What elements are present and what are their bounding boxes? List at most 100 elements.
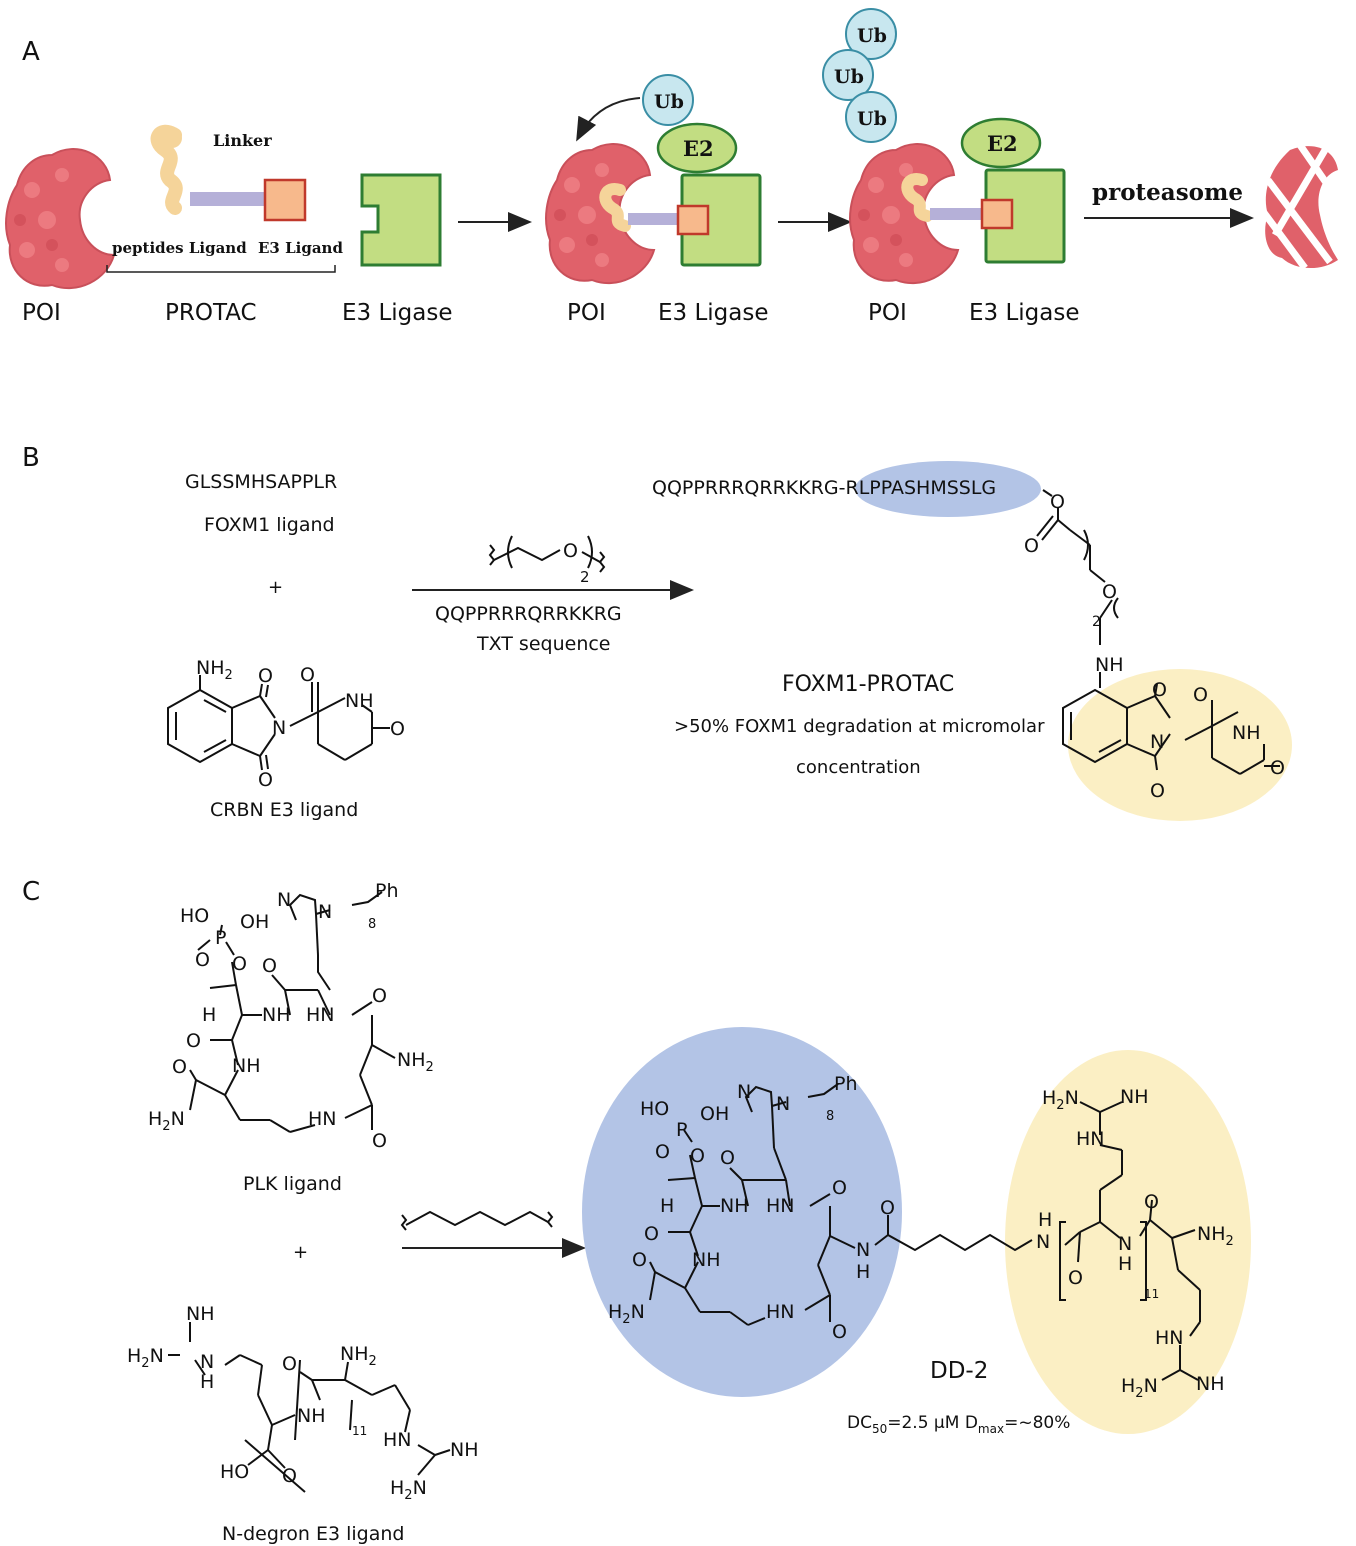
atom-n-dd2-5: N [1118,1233,1132,1255]
atom-nh-dd2-1: NH [720,1195,749,1217]
e2-label-1: E2 [683,136,714,161]
e3-ligase-label-2: E3 Ligase [658,300,769,326]
atom-nh-dd2-2: NH [692,1249,721,1271]
atom-oh-dd2: OH [700,1103,729,1125]
atom-o-dd2-4: O [832,1177,847,1199]
atom-h2n-dd2-2: H2N [1121,1375,1158,1401]
linker-bound-2 [901,173,933,222]
atom-n-crbn: N [272,717,286,739]
atom-h2n-plk: H2N [148,1108,185,1134]
atom-h2n-dd2-3: H2N [1042,1087,1079,1113]
atom-hn-ndeg: HN [383,1429,412,1451]
atom-o-plk-3: O [262,955,277,977]
atom-n-dd2-3: N [856,1239,870,1261]
panel-c-label: C [22,877,40,907]
atom-n-dd2-2: N [776,1093,790,1115]
foxm1-protac-name: FOXM1-PROTAC [782,672,954,697]
atom-o-product-1: O [1152,679,1167,701]
degraded-poi [1259,143,1341,271]
atom-nh-dd2-4: NH [1120,1086,1149,1108]
atom-ph-plk: Ph [375,880,399,902]
foxm1-protac-note-1: >50% FOXM1 degradation at micromolar [674,716,1045,737]
atom-o-dd2-9: O [1068,1267,1083,1289]
atom-hn-dd2-4: HN [1076,1128,1105,1150]
atom-nh2-crbn: NH2 [196,657,233,683]
poi-label-2: POI [567,300,606,326]
ub-label-3: Ub [834,66,864,88]
n-degron-structure [168,1322,451,1493]
product-sequence: QQPPRRRQRRKKRG-RLPPASHMSSLG [652,477,996,499]
atom-nh2-dd2: NH2 [1197,1223,1234,1249]
atom-o-plk-2: O [232,953,247,975]
atom-nh-dd2-3: NH [1196,1373,1225,1395]
ub-chain-2 [822,49,874,101]
atom-hn-dd2-3: HN [1155,1327,1184,1349]
proteasome-label: proteasome [1092,179,1243,206]
atom-nh2-plk: NH2 [397,1049,434,1075]
e2-enzyme-1 [656,122,738,174]
alkyl-linker-structure [400,1210,554,1231]
atom-o-product-3: O [1193,684,1208,706]
atom-n-dd2-4: N [1036,1231,1050,1253]
sub-11-ndeg: 11 [352,1424,367,1438]
dd2-potency: DC50=2.5 µM Dmax=~80% [847,1413,1070,1436]
atom-hn-plk-2: HN [308,1108,337,1130]
txt-sequence: QQPPRRRQRRKKRG [435,603,622,625]
crbn-ligand-highlight [1068,669,1292,821]
plus-b: + [268,577,283,598]
atom-o-plk-4: O [372,985,387,1007]
atom-h-dd2: H [660,1195,674,1217]
e3-ligase-label-3: E3 Ligase [969,300,1080,326]
atom-hn-plk-1: HN [306,1004,335,1026]
atom-hn-dd2-1: HN [766,1195,795,1217]
e2-enzyme-2 [960,117,1042,169]
ub-chain-1 [845,8,897,60]
atom-h-ndeg: H [200,1371,214,1393]
atom-nh-product: NH [1095,654,1124,676]
poi-protein-1 [5,148,115,290]
atom-o-ndeg-2: O [282,1465,297,1487]
atom-h-dd2-4: H [1118,1253,1132,1275]
atom-o-ether: O [1102,581,1117,603]
plk-ligand-highlight [582,1027,902,1397]
panel-b-label: B [22,443,40,473]
crbn-ligand-in-product [1062,683,1280,775]
atom-n-dd2-1: N [737,1081,751,1103]
peg-repeat-product: 2 [1092,614,1101,630]
atom-o-product-2: O [1150,780,1165,802]
atom-o-crbn-2: O [258,769,273,791]
plk-ligand-structure [189,891,396,1133]
atom-o-plk-5: O [186,1030,201,1052]
crbn-ligand-structure [167,675,390,771]
foxm1-protac-linker [1036,489,1119,688]
atom-ho-plk: HO [180,905,209,927]
atom-nh-crbn: NH [345,690,374,712]
atom-oh-plk: OH [240,911,269,933]
protac-label: PROTAC [165,300,257,326]
plus-c: + [293,1242,308,1263]
atom-h2n-ndeg-2: H2N [390,1477,427,1503]
atom-nh-product-ring: NH [1232,722,1261,744]
atom-h2n-dd2: H2N [608,1301,645,1327]
protac-molecule [150,124,307,222]
ub-1 [642,74,694,126]
foxm1-ligand-label: FOXM1 ligand [204,514,335,536]
peptides-ligand-label: peptides Ligand [112,239,247,257]
panel-a-label: A [22,37,40,67]
atom-o-dd2-10: O [1144,1191,1159,1213]
e3-ligand-label: E3 Ligand [258,239,343,257]
atom-nh-ndeg-1: NH [186,1303,215,1325]
dd2-name: DD-2 [930,1358,988,1384]
plk-ligand-label: PLK ligand [243,1173,342,1195]
crbn-label: CRBN E3 ligand [210,799,358,821]
linker-label: Linker [213,131,272,150]
linker-bar-1 [628,213,683,225]
n-degron-label: N-degron E3 ligand [222,1523,404,1545]
atom-h-plk: H [202,1004,216,1026]
e3-ligand-bound-2 [980,198,1014,230]
atom-o-dd2-1: O [655,1141,670,1163]
foxm1-ligand-highlight [855,461,1041,517]
atom-o-carbonyl: O [1024,535,1039,557]
atom-h-dd2-2: H [856,1261,870,1283]
